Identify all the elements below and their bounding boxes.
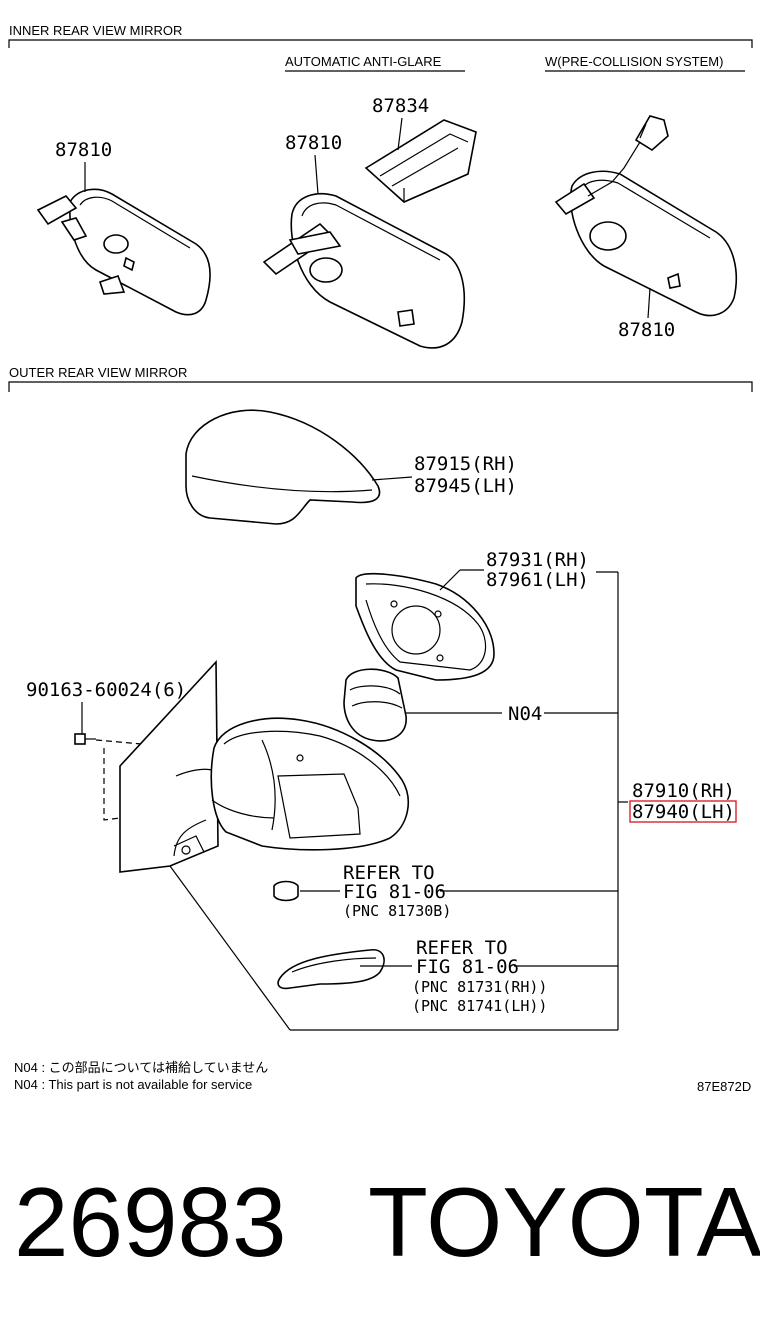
footer-brand: TOYOTA xyxy=(368,1167,760,1277)
outer-assembly-lh-number[interactable]: 87940(LH) xyxy=(632,801,735,823)
screw-dash-line-b xyxy=(103,748,201,821)
leader-mirror-cover xyxy=(397,117,403,151)
note-japanese: N04 : この部品については補給していません xyxy=(14,1060,268,1075)
inner-mirror-auto-number[interactable]: 87810 xyxy=(285,132,342,154)
turn-refer-line2[interactable]: FIG 81-06 xyxy=(416,956,519,978)
turn-signal-lamp-drawing xyxy=(277,949,385,990)
footer-reference-number: 26983 xyxy=(14,1167,287,1277)
screw-drawing xyxy=(74,733,96,745)
outer-cover-lh-number[interactable]: 87945(LH) xyxy=(414,475,517,497)
inner-mirror-auto-drawing xyxy=(262,192,466,349)
note-english: N04 : This part is not available for ser… xyxy=(14,1077,252,1092)
selected-part-highlight-box xyxy=(629,800,737,823)
section-outer-bracket xyxy=(8,381,753,392)
leader-outer-cover xyxy=(371,476,413,481)
section-inner-title: INNER REAR VIEW MIRROR xyxy=(9,23,182,38)
variant-anti-glare-label: AUTOMATIC ANTI-GLARE xyxy=(285,54,442,69)
actuator-not-serviced-label[interactable]: N04 xyxy=(508,703,542,725)
section-outer-title: OUTER REAR VIEW MIRROR xyxy=(9,365,187,380)
outer-glass-rh-number[interactable]: 87931(RH) xyxy=(486,549,589,571)
mirror-cover-number[interactable]: 87834 xyxy=(372,95,429,117)
mirror-actuator-drawing xyxy=(343,668,407,742)
outer-glass-lh-number[interactable]: 87961(LH) xyxy=(486,569,589,591)
mirror-glass-drawing xyxy=(355,572,495,681)
turn-refer-line3: (PNC 81731(RH)) xyxy=(412,978,547,996)
inner-mirror-pcs-number[interactable]: 87810 xyxy=(618,319,675,341)
side-lamp-bulb-drawing xyxy=(273,880,299,902)
inner-mirror-standard-drawing xyxy=(36,188,211,316)
turn-refer-line4: (PNC 81741(LH)) xyxy=(412,997,547,1015)
turn-refer-line1: REFER TO xyxy=(416,937,508,959)
lamp-refer-line3: (PNC 81730B) xyxy=(343,902,451,920)
outer-cover-rh-number[interactable]: 87915(RH) xyxy=(414,453,517,475)
section-inner-bracket xyxy=(8,39,753,48)
leader-inner-mirror-pcs xyxy=(647,287,651,319)
lamp-refer-line1: REFER TO xyxy=(343,862,435,884)
inner-mirror-standard-number[interactable]: 87810 xyxy=(55,139,112,161)
lamp-refer-line2[interactable]: FIG 81-06 xyxy=(343,881,446,903)
mirror-cover-drawing xyxy=(364,119,477,203)
variant-pre-collision-label: W(PRE-COLLISION SYSTEM) xyxy=(545,54,723,69)
figure-code: 87E872D xyxy=(697,1079,751,1094)
outer-mirror-assembly-drawing xyxy=(119,659,410,873)
assembly-leader-diagonal xyxy=(169,865,291,1031)
leader-inner-mirror-auto xyxy=(314,154,319,195)
inner-mirror-pcs-drawing xyxy=(554,115,738,317)
screw-part-number[interactable]: 90163-60024(6) xyxy=(26,679,186,701)
outer-mirror-cover-drawing xyxy=(185,409,381,525)
outer-assembly-rh-number[interactable]: 87910(RH) xyxy=(632,780,735,802)
leader-outer-glass-b xyxy=(439,569,461,591)
